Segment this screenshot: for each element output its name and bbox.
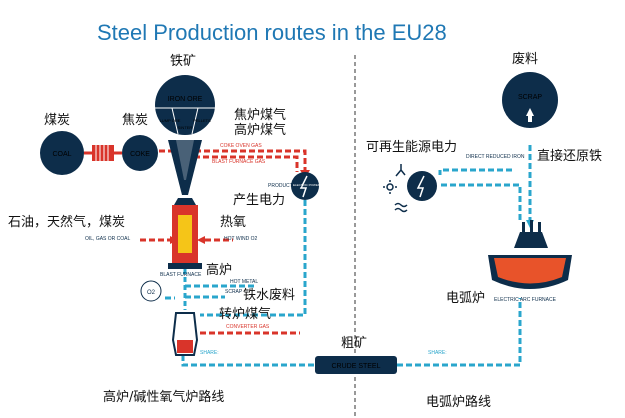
- scrap-small-en-label: SCRAP: [225, 289, 243, 295]
- crude-steel-left-line: [181, 355, 315, 367]
- eaf-molten: [494, 258, 566, 284]
- converter-gas-en-label: CONVERTER GAS: [226, 324, 270, 330]
- crude-steel-zh-label: 粗矿: [341, 336, 368, 351]
- coke-oven-gas-zh-label: 焦炉煤气: [234, 108, 287, 123]
- power-generation-zh-label: 产生电力: [233, 193, 286, 208]
- renewable-icons: [383, 164, 408, 213]
- crude-steel-box: [315, 356, 397, 374]
- coke-oven-gas-en-label: COKE OVEN GAS: [220, 143, 262, 149]
- renewable-power-zh-label: 可再生能源电力: [366, 140, 458, 155]
- blast-furnace-base: [168, 263, 202, 269]
- converter-molten: [177, 340, 193, 353]
- renewable-line: [441, 183, 522, 220]
- blast-furnace-core: [178, 215, 192, 253]
- dri-line: [438, 168, 512, 175]
- renewable-power-circle: [407, 171, 437, 201]
- blast-furnace-gas-zh-label: 高炉煤气: [234, 123, 287, 138]
- coke-zh-label: 焦炭: [122, 113, 149, 128]
- renewable-lightning-icon: [416, 175, 425, 198]
- page-title: Steel Production routes in the EU28: [97, 20, 447, 45]
- hot-wind-en-label: HOT WIND O2: [224, 236, 258, 242]
- eaf-electrode-2: [530, 220, 533, 232]
- oil-gas-coal-en-label: OIL, GAS OR COAL: [85, 236, 131, 242]
- iron-ore-en-label: IRON ORE: [168, 96, 203, 103]
- iron-ore-divider-v: [171, 107, 199, 135]
- electric-power-en-label: ELECTRIC POWER: [293, 183, 321, 187]
- scrap-circle: [502, 72, 558, 128]
- blast-furnace-gas-line: [185, 155, 299, 172]
- iron-ore-zh-label: 铁矿: [170, 54, 197, 69]
- coke-oven-stripes: [95, 145, 109, 161]
- eaf-en-label: ELECTRIC ARC FURNACE: [494, 297, 556, 303]
- hopper-highlight: [176, 140, 194, 180]
- wind-turbine-icon: [395, 164, 406, 177]
- converter-gas-zh-label: 转炉煤气: [219, 307, 272, 322]
- eaf-lid: [514, 232, 548, 248]
- dri-zh-label: 直接还原铁: [537, 149, 603, 164]
- hot-metal-en-label: HOT METAL: [230, 279, 259, 285]
- coke-oven-block: [92, 145, 114, 161]
- blast-furnace-zh-label: 高炉: [206, 263, 233, 278]
- scrap-en-label: SCRAP: [518, 94, 542, 101]
- eaf-electrode-1: [522, 222, 525, 232]
- coal-en-label: COAL: [52, 151, 71, 158]
- water-wave-icon: [394, 202, 408, 213]
- lump-ore-label: LUMP ORE: [160, 118, 181, 123]
- molten-iron-scrap-zh-label: 铁水废料: [243, 288, 296, 303]
- hot-oxygen-zh-label: 热氧: [220, 215, 247, 230]
- blast-furnace-en-label: BLAST FURNACE: [160, 272, 202, 278]
- oxygen-label: O2: [147, 290, 156, 296]
- production-en-label: PRODUCTION: [268, 183, 302, 189]
- recycle-icon: [526, 108, 534, 122]
- red-gas-lines: [140, 149, 307, 335]
- eaf-zh-label: 电弧炉: [446, 291, 486, 306]
- share-left-label: SHARE:: [200, 350, 219, 356]
- pellets-label: PELLETS: [193, 118, 211, 123]
- dri-en-label: DIRECT REDUCED IRON: [466, 154, 525, 160]
- eaf-electrode-3: [538, 222, 541, 232]
- coke-en-label: COKE: [130, 151, 150, 158]
- lightning-icon: [299, 175, 308, 198]
- scrap-zh-label: 废料: [512, 52, 539, 67]
- furnace-top: [174, 198, 196, 205]
- oil-gas-coal-zh-label: 石油，天然气，煤炭: [8, 215, 126, 230]
- iron-ore-circle: [155, 75, 215, 135]
- hot-wind-arrowhead: [197, 236, 205, 244]
- share-right-label: SHARE:: [428, 350, 447, 356]
- sun-icon: [386, 183, 394, 191]
- eaf-route-label: 电弧炉路线: [426, 395, 492, 410]
- coal-circle: [40, 131, 84, 175]
- bof-route-label: 高炉/碱性氧气炉路线: [103, 390, 225, 405]
- coke-oven-gas-line: [150, 149, 307, 172]
- crude-steel-en-label: CRUDE STEEL: [331, 363, 380, 370]
- power-station-circle: [291, 172, 319, 200]
- hopper-funnel: [168, 140, 202, 195]
- oxygen-circle: [140, 280, 162, 302]
- blast-furnace-gas-en-label: BLAST FURNACE GAS: [212, 159, 266, 165]
- crude-steel-right-line: [397, 298, 522, 367]
- coal-zh-label: 煤炭: [44, 113, 71, 128]
- power-return-line: [200, 200, 307, 317]
- coke-circle: [122, 135, 158, 171]
- sinter-label: SINTER: [178, 125, 193, 130]
- sun-rays-icon: [383, 180, 397, 194]
- cyan-flow-lines: [165, 145, 532, 367]
